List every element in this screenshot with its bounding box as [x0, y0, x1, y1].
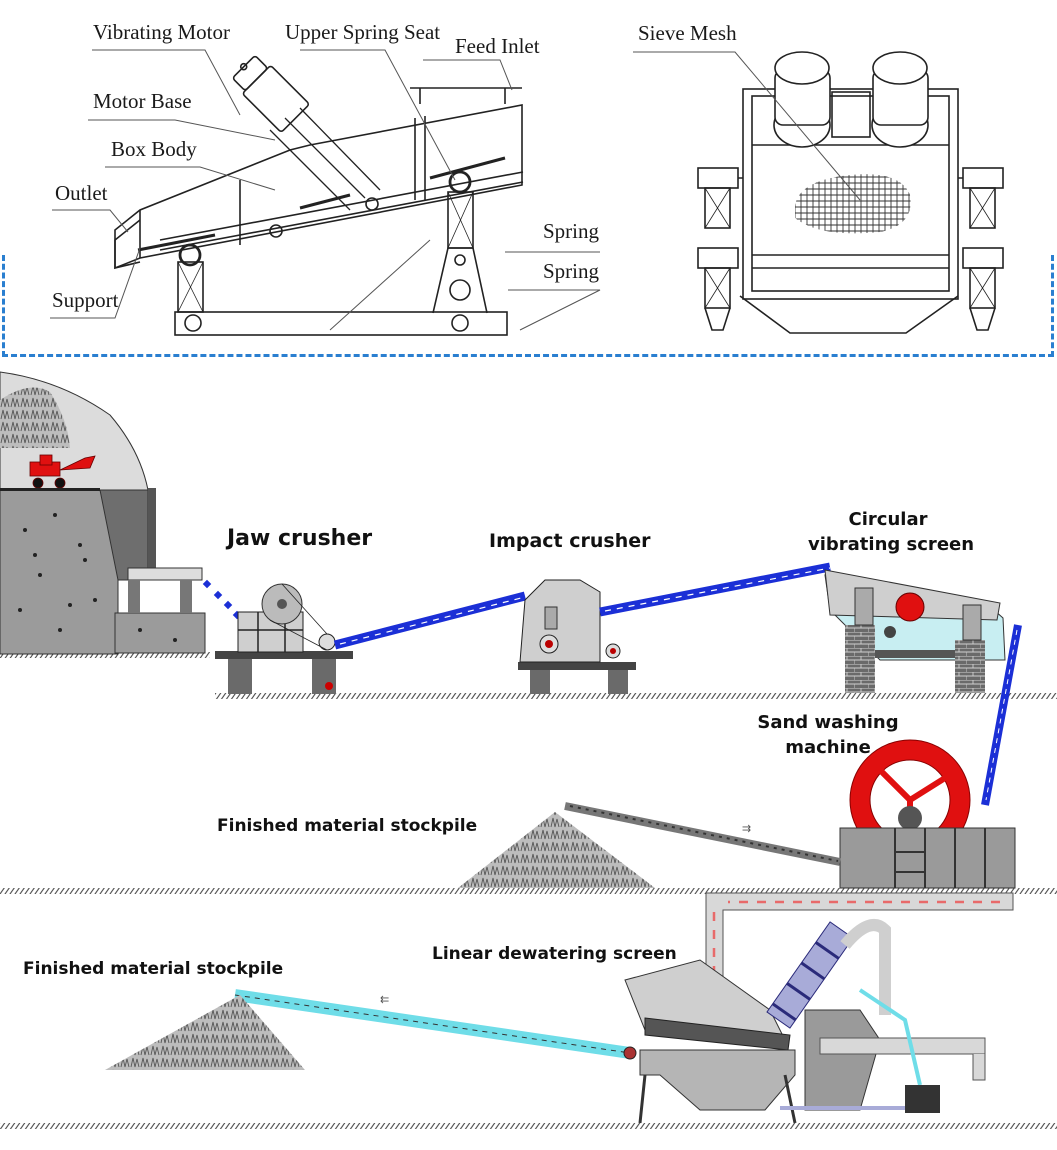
- ground-line: [0, 888, 1057, 894]
- label-spring-lower: Spring: [543, 259, 600, 283]
- spring-posts: [697, 167, 1004, 331]
- twin-motors: [773, 51, 929, 148]
- label-jaw-crusher: Jaw crusher: [227, 526, 373, 551]
- front-view-drawing: [633, 51, 1004, 334]
- label-outlet: Outlet: [55, 181, 108, 205]
- svg-text:⇉: ⇉: [742, 822, 751, 835]
- diagram-frame: [2, 255, 1054, 357]
- label-line: machine: [785, 737, 871, 758]
- quarry-hill: [0, 371, 206, 655]
- ground-line: [0, 652, 210, 658]
- label-impact-crusher: Impact crusher: [489, 530, 651, 552]
- hydrocyclone: [766, 921, 854, 1029]
- label-line: Sand washing: [757, 712, 899, 733]
- svg-text:⇇: ⇇: [380, 993, 389, 1006]
- label-vibrating-motor: Vibrating Motor: [93, 20, 230, 44]
- label-spring-upper: Spring: [543, 219, 600, 243]
- conveyor-belt-3: [981, 624, 1022, 806]
- label-finished-stockpile-1: Finished material stockpile: [217, 816, 478, 836]
- label-line: Circular: [848, 509, 928, 530]
- screen-box: [742, 88, 959, 300]
- wheel-loader: [29, 454, 96, 489]
- base-frame: [174, 311, 508, 336]
- label-motor-base: Motor Base: [93, 89, 192, 113]
- label-finished-stockpile-2: Finished material stockpile: [23, 959, 284, 979]
- label-line: vibrating screen: [808, 534, 975, 555]
- ground-line: [0, 1123, 1057, 1129]
- label-sand-washing-machine: Sand washing machine: [748, 710, 908, 760]
- linear-dewatering-screen-machine: [624, 919, 986, 1124]
- jaw-crusher-machine: [215, 583, 353, 694]
- stockpile-1: [458, 812, 655, 888]
- left-pillar: [177, 261, 204, 313]
- label-circular-vibrating-screen: Circular vibrating screen: [808, 507, 975, 557]
- sand-washing-machine: [839, 739, 1016, 889]
- sieve-mesh: [795, 174, 911, 234]
- label-upper-spring-seat: Upper Spring Seat: [285, 20, 441, 44]
- label-sieve-mesh: Sieve Mesh: [638, 21, 737, 45]
- impact-crusher-machine: [518, 579, 636, 694]
- label-box-body: Box Body: [111, 137, 197, 161]
- feeder-chute: [202, 579, 242, 620]
- label-support: Support: [52, 288, 119, 312]
- side-view-drawing: [50, 49, 601, 336]
- conveyor-belt-5: [234, 989, 631, 1059]
- label-linear-dewatering-screen: Linear dewatering screen: [432, 944, 677, 964]
- circular-vibrating-screen-machine: [824, 569, 1006, 693]
- label-feed-inlet: Feed Inlet: [455, 34, 540, 58]
- vibrating-motor: [232, 55, 310, 133]
- ground-line: [215, 693, 1057, 699]
- box-body: [114, 104, 523, 270]
- stockpile-2: [105, 995, 305, 1070]
